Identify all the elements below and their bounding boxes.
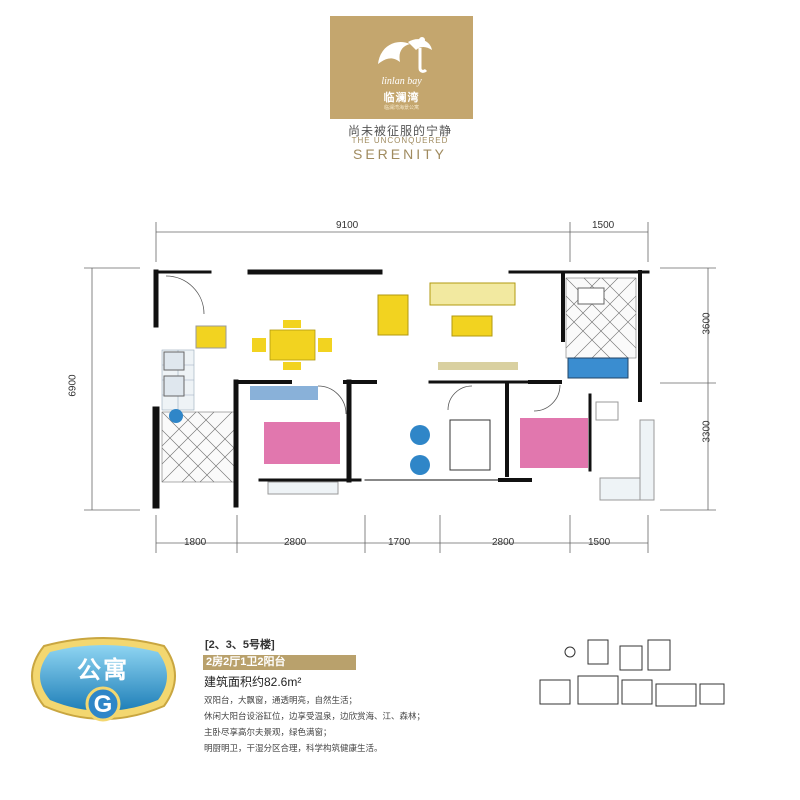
second-bedroom bbox=[250, 386, 340, 495]
slogan-english-line2: SERENITY bbox=[352, 146, 447, 162]
floor-area: 建筑面积约82.6m² bbox=[204, 675, 302, 689]
site-map bbox=[539, 639, 725, 707]
master-bedroom bbox=[520, 401, 655, 501]
description-line-4: 明厨明卫，干湿分区合理，科学构筑健康生活。 bbox=[204, 743, 383, 753]
description-line-1: 双阳台，大飘窗，通透明亮，自然生活； bbox=[204, 695, 358, 705]
apartment-badge: 公寓 G bbox=[14, 636, 192, 736]
badge-shape bbox=[31, 637, 176, 722]
logo-chinese-name: 临澜湾 bbox=[383, 92, 420, 104]
brand-logo: linlan bay 临澜湾 临澜湾海景公寓 bbox=[330, 16, 473, 119]
dim-right-2: 3300 bbox=[701, 420, 713, 443]
dimension-lines bbox=[84, 222, 716, 553]
kitchen-appliances bbox=[163, 325, 227, 423]
slogan-english-line1: THE UNCONQUERED bbox=[351, 136, 449, 145]
badge-title: 公寓 bbox=[77, 657, 129, 684]
dolphin-icon bbox=[378, 37, 432, 73]
dim-bottom-3: 1700 bbox=[388, 537, 411, 548]
description-line-3: 主卧尽享高尔夫景观，绿色满窗； bbox=[204, 727, 332, 737]
logo-script-text: linlan bay bbox=[381, 76, 422, 87]
door-swings bbox=[165, 275, 561, 415]
dim-bottom-4: 2800 bbox=[492, 537, 515, 548]
dim-top-2: 1500 bbox=[592, 220, 615, 231]
dim-bottom-1: 1800 bbox=[184, 537, 207, 548]
dim-top-1: 9100 bbox=[336, 220, 359, 231]
logo-small-text: 临澜湾海景公寓 bbox=[383, 105, 419, 111]
dim-left-1: 6900 bbox=[67, 374, 79, 397]
bathroom-fixtures bbox=[410, 287, 629, 475]
balcony-hatch bbox=[161, 411, 235, 483]
dim-right-1: 3600 bbox=[701, 312, 713, 335]
room-layout: 2房2厅1卫2阳台 bbox=[203, 655, 356, 670]
badge-letter: G bbox=[93, 691, 113, 718]
walls bbox=[152, 269, 650, 509]
sofa-set bbox=[377, 282, 518, 370]
slogan-chinese: 尚未被征服的宁静 bbox=[347, 124, 452, 138]
dim-bottom-5: 1500 bbox=[588, 537, 611, 548]
dim-bottom-2: 2800 bbox=[284, 537, 307, 548]
dining-set bbox=[252, 320, 332, 370]
description-line-2: 休闲大阳台设浴缸位，边享受温泉，边欣赏海、江、森林； bbox=[204, 711, 426, 721]
building-numbers: [2、3、5号楼] bbox=[205, 639, 275, 651]
